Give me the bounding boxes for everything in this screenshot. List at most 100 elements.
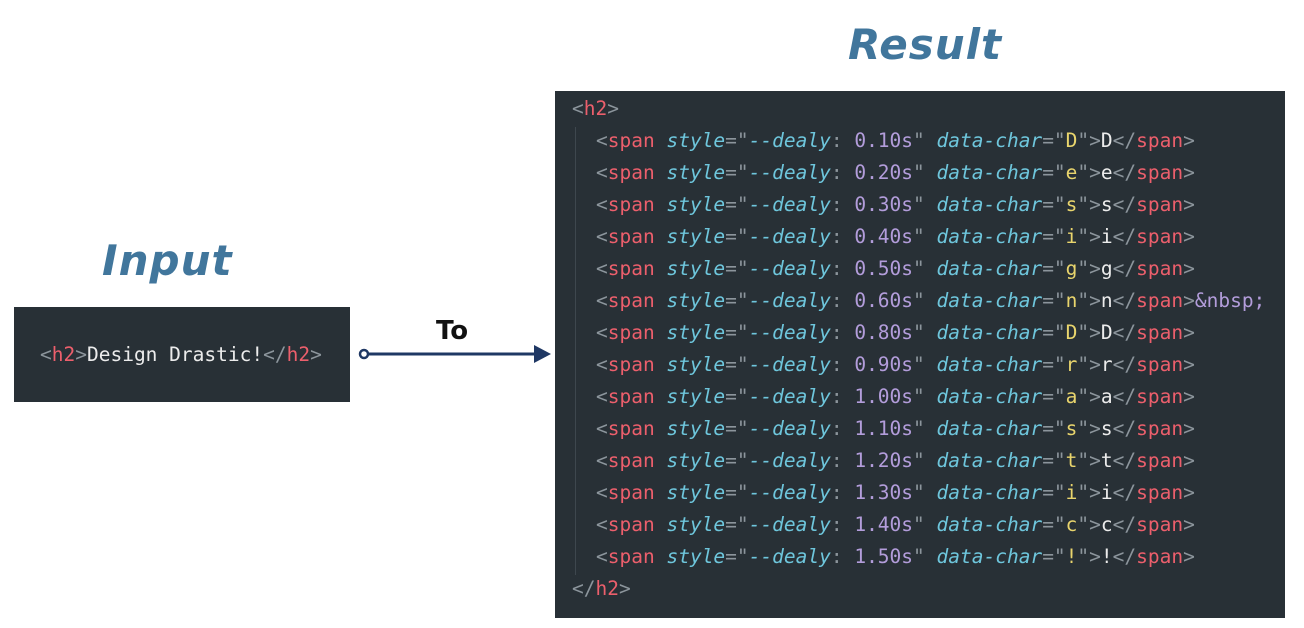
span-tag: span <box>1136 449 1184 472</box>
char-value: c <box>1065 513 1078 536</box>
delay-value: 0.90s <box>854 353 914 376</box>
code-line: <span style="--dealy: 1.20s" data-char="… <box>596 445 1195 477</box>
span-tag: span <box>607 225 655 248</box>
code-token: > <box>1183 161 1195 184</box>
code-token: " <box>913 417 937 440</box>
span-tag: span <box>607 161 655 184</box>
code-token: "> <box>1077 481 1101 504</box>
attr-name: data-char <box>936 417 1043 440</box>
code-token: "> <box>1077 545 1101 568</box>
code-token: : <box>830 161 855 184</box>
code-token: =" <box>725 353 749 376</box>
attr-name: style <box>666 129 726 152</box>
code-token: < <box>596 289 608 312</box>
code-line: <span style="--dealy: 0.20s" data-char="… <box>596 157 1195 189</box>
code-token: < <box>596 513 608 536</box>
code-token: =" <box>725 129 749 152</box>
code-token: </ <box>1112 353 1137 376</box>
code-token: > <box>1183 289 1195 312</box>
code-token: </ <box>1112 193 1137 216</box>
span-tag: span <box>607 289 655 312</box>
code-token: : <box>830 513 855 536</box>
code-token: : <box>830 545 855 568</box>
delay-value: 1.20s <box>854 449 914 472</box>
css-var: --dealy <box>748 417 831 440</box>
delay-value: 1.10s <box>854 417 914 440</box>
code-token: "> <box>1077 353 1101 376</box>
code-token: "> <box>1077 193 1101 216</box>
attr-name: data-char <box>936 481 1043 504</box>
attr-name: style <box>666 417 726 440</box>
code-token: > <box>607 97 619 120</box>
code-token: " <box>913 449 937 472</box>
input-heading: Input <box>102 236 233 285</box>
code-token: "> <box>1077 225 1101 248</box>
attr-name: style <box>666 321 726 344</box>
span-tag: span <box>1136 385 1184 408</box>
delay-value: 0.50s <box>854 257 914 280</box>
attr-name: data-char <box>936 353 1043 376</box>
code-token: =" <box>725 225 749 248</box>
code-line: <span style="--dealy: 1.40s" data-char="… <box>596 509 1195 541</box>
code-token: " <box>913 481 937 504</box>
code-token: < <box>596 449 608 472</box>
delay-value: 0.40s <box>854 225 914 248</box>
code-token: </ <box>1112 129 1137 152</box>
attr-name: style <box>666 353 726 376</box>
attr-name: style <box>666 257 726 280</box>
code-token: </ <box>1112 321 1137 344</box>
code-token: =" <box>725 513 749 536</box>
code-line: <span style="--dealy: 0.50s" data-char="… <box>596 253 1195 285</box>
code-token: < <box>596 193 608 216</box>
code-token: " <box>913 289 937 312</box>
attr-name: style <box>666 161 726 184</box>
char-value: i <box>1065 481 1078 504</box>
attr-name: style <box>666 225 726 248</box>
code-token: < <box>596 385 608 408</box>
span-tag: span <box>607 257 655 280</box>
indent-guide <box>575 127 576 575</box>
attr-name: data-char <box>936 193 1043 216</box>
code-token <box>655 321 667 344</box>
code-token: "> <box>1077 161 1101 184</box>
delay-value: 1.30s <box>854 481 914 504</box>
span-tag: span <box>1136 289 1184 312</box>
span-tag: span <box>607 449 655 472</box>
code-line: <span style="--dealy: 1.50s" data-char="… <box>596 541 1195 573</box>
code-token: > <box>1183 417 1195 440</box>
open-tag: h2 <box>51 343 76 366</box>
code-token: =" <box>1042 385 1066 408</box>
attr-name: data-char <box>936 321 1043 344</box>
char-text: c <box>1100 513 1113 536</box>
css-var: --dealy <box>748 289 831 312</box>
span-tag: span <box>607 321 655 344</box>
delay-value: 0.30s <box>854 193 914 216</box>
attr-name: data-char <box>936 289 1043 312</box>
span-tag: span <box>607 417 655 440</box>
code-token: > <box>1183 257 1195 280</box>
char-value: e <box>1065 161 1078 184</box>
span-tag: span <box>607 353 655 376</box>
code-token: " <box>913 257 937 280</box>
nbsp-entity: &nbsp; <box>1194 289 1266 312</box>
code-token: =" <box>725 385 749 408</box>
code-token: =" <box>1042 513 1066 536</box>
code-token: > <box>1183 193 1195 216</box>
css-var: --dealy <box>748 481 831 504</box>
code-token <box>655 257 667 280</box>
attr-name: data-char <box>936 449 1043 472</box>
code-token: < <box>572 97 584 120</box>
code-token: =" <box>725 193 749 216</box>
code-token: " <box>913 129 937 152</box>
attr-name: data-char <box>936 161 1043 184</box>
code-token: =" <box>725 289 749 312</box>
attr-name: data-char <box>936 225 1043 248</box>
attr-name: data-char <box>936 385 1043 408</box>
code-token <box>655 289 667 312</box>
code-token <box>655 225 667 248</box>
char-text: s <box>1100 193 1113 216</box>
code-token: " <box>913 193 937 216</box>
attr-name: style <box>666 545 726 568</box>
char-value: s <box>1065 417 1078 440</box>
code-token: =" <box>1042 161 1066 184</box>
